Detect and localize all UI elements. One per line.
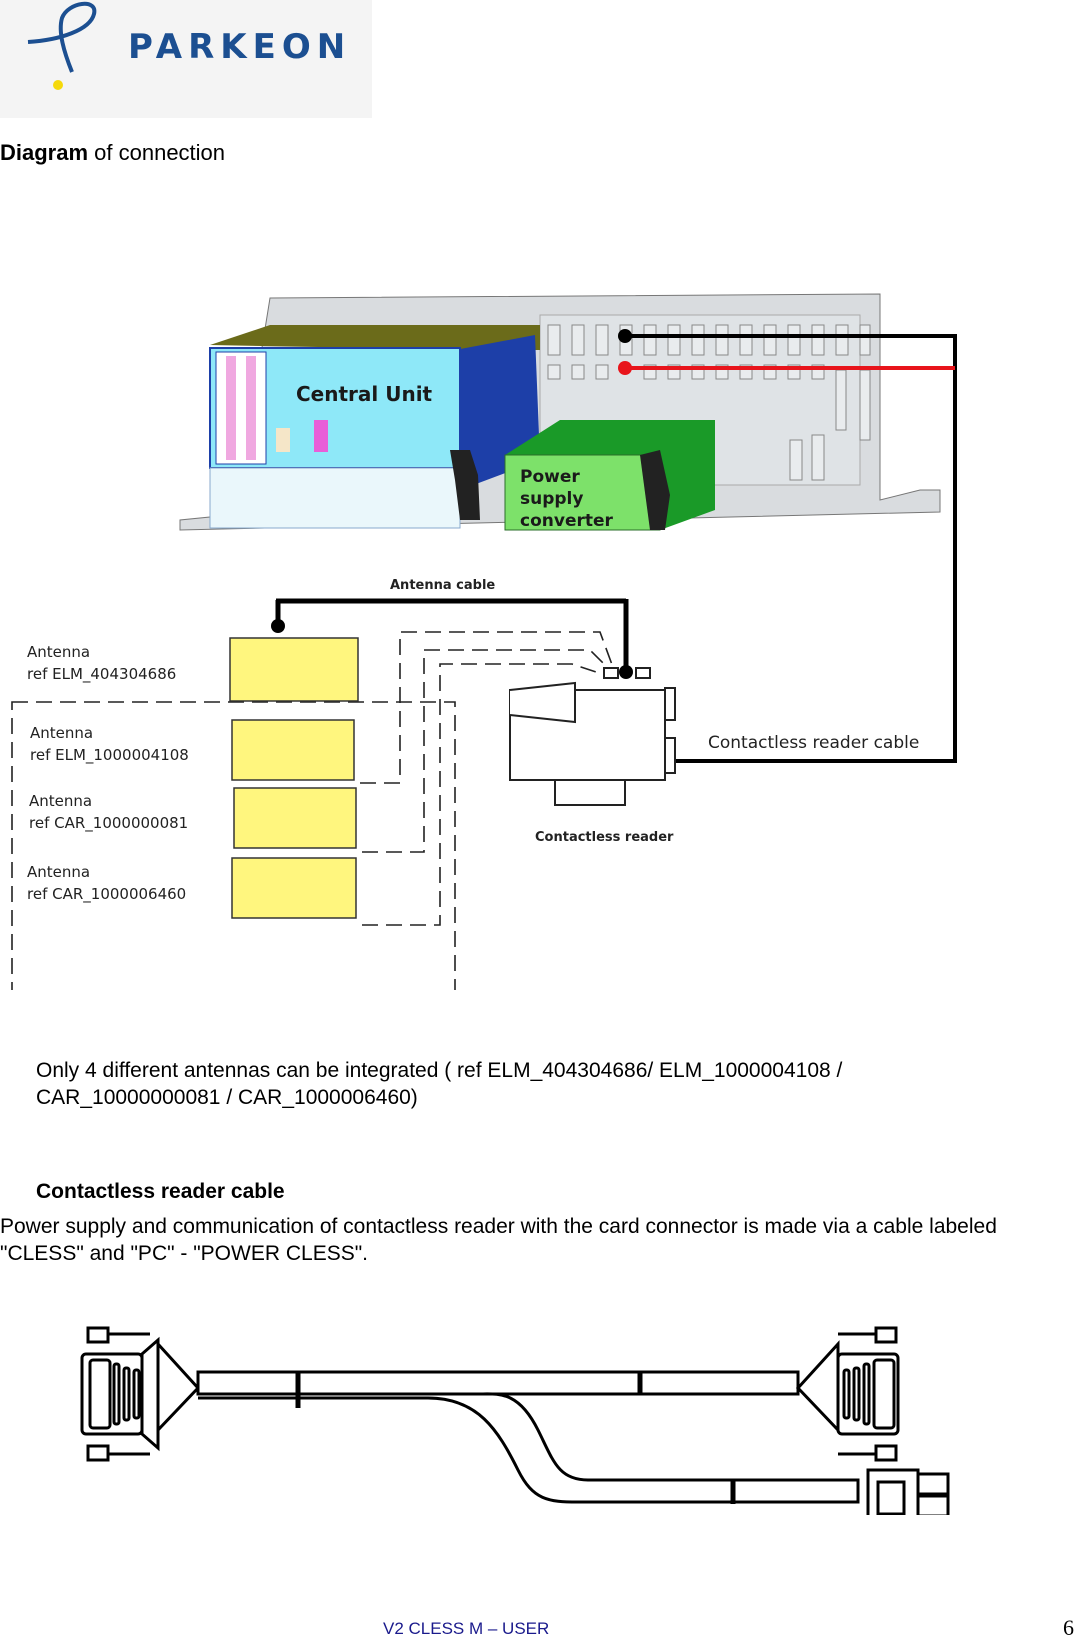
power-supply-label-line: supply xyxy=(520,489,584,509)
antenna-cable-label: Antenna cable xyxy=(390,578,496,593)
antenna-label-line: Antenna xyxy=(29,792,93,810)
parkeon-p-icon xyxy=(27,2,97,90)
antenna-note: Only 4 different antennas can be integra… xyxy=(36,1059,843,1109)
antenna-label-line: Antenna xyxy=(27,643,91,661)
section-title-rest: of connection xyxy=(88,140,226,165)
footer-doc-title: V2 CLESS M – USER xyxy=(383,1619,550,1638)
connection-diagram: Central Unit Power supply converter Ante… xyxy=(0,290,1000,990)
cable-section-paragraph: Power supply and communication of contac… xyxy=(0,1215,997,1265)
contactless-reader-cable-label: Contactless reader cable xyxy=(708,733,920,753)
section-title-bold: Diagram xyxy=(0,140,89,165)
diagram-graphics xyxy=(11,293,957,990)
central-unit-label: Central Unit xyxy=(296,382,433,406)
antenna-label: Antenna ref ELM_1000004108 xyxy=(30,722,189,766)
antenna-label-line: Antenna xyxy=(27,863,91,881)
parkeon-logo: PARKEON xyxy=(0,0,372,118)
antenna-label: Antenna ref ELM_404304686 xyxy=(27,641,176,685)
antenna-label-line: Antenna xyxy=(30,724,94,742)
antenna-label: Antenna ref CAR_1000006460 xyxy=(27,861,186,905)
power-supply-label: Power supply converter xyxy=(520,466,613,532)
cable-section-heading: Contactless reader cable xyxy=(36,1180,285,1203)
logo-wordmark: PARKEON xyxy=(128,27,352,67)
power-supply-label-line: Power xyxy=(520,467,580,487)
page-number: 6 xyxy=(1063,1615,1074,1640)
antenna-ref: ref CAR_1000006460 xyxy=(27,885,187,903)
section-title: Diagram of connection xyxy=(0,140,225,166)
antenna-ref: ref ELM_404304686 xyxy=(27,665,177,683)
antenna-ref: ref CAR_1000000081 xyxy=(29,814,189,832)
antenna-ref: ref ELM_1000004108 xyxy=(30,746,189,764)
power-supply-label-line: converter xyxy=(520,511,613,531)
contactless-reader-label: Contactless reader xyxy=(535,830,674,845)
antenna-label: Antenna ref CAR_1000000081 xyxy=(29,790,188,834)
cless-cable-illustration xyxy=(80,1326,950,1515)
